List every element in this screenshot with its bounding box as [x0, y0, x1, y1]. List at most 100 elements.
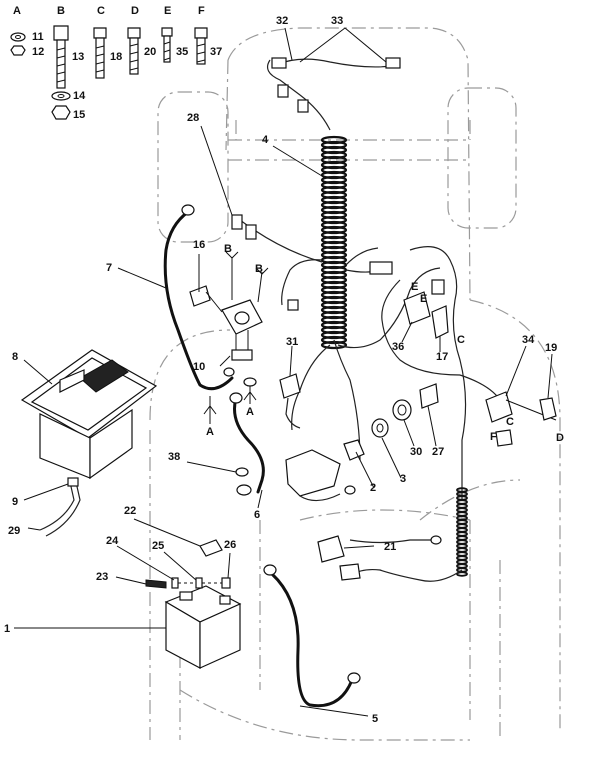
harness-coil-loop — [320, 340, 348, 350]
harness-coil-loop — [456, 531, 468, 537]
harness-coil-loop — [456, 519, 468, 525]
ref-letter-f: F — [490, 431, 497, 443]
callout-20: 20 — [144, 46, 156, 58]
harness-coil-loop — [456, 527, 468, 533]
connector-icon — [297, 99, 309, 113]
callout-34: 34 — [522, 334, 535, 346]
pto-switch-icon — [485, 391, 513, 423]
ignition-bracket — [189, 251, 269, 387]
callout-25: 25 — [152, 540, 164, 552]
callout-11: 11 — [32, 31, 44, 43]
terminal-ring-icon — [347, 672, 361, 684]
callout-28: 28 — [187, 112, 199, 124]
harness-coil-loop — [456, 555, 468, 561]
callout-18: 18 — [110, 51, 122, 63]
hardware-letter-a: A — [13, 5, 21, 17]
bolt-shank-icon — [163, 35, 171, 63]
callout-17: 17 — [436, 351, 448, 363]
ref-letter-e: E — [411, 281, 418, 293]
cable-6 — [233, 396, 265, 494]
callout-1: 1 — [4, 623, 10, 635]
harness-coil-loop — [456, 543, 468, 549]
terminal-cover-icon — [199, 539, 223, 557]
harness-coil-loop — [456, 539, 468, 545]
hex-nut-icon — [10, 45, 26, 56]
terminal-bolt-icon — [145, 579, 167, 589]
hardware-letter-e: E — [164, 5, 171, 17]
battery — [164, 585, 242, 669]
ref-letter-c: C — [506, 416, 514, 428]
connector-icon — [431, 279, 445, 295]
callout-14: 14 — [73, 90, 86, 102]
washer-icon — [235, 467, 249, 477]
washer-icon — [223, 367, 235, 377]
starter-connector-icon — [343, 439, 365, 461]
harness-coil-loop — [456, 559, 468, 565]
callout-26: 26 — [224, 539, 236, 551]
solenoid-icon — [285, 449, 341, 497]
battery-cable-5 — [270, 572, 354, 708]
callout-24: 24 — [106, 535, 119, 547]
hardware-letter-f: F — [198, 5, 205, 17]
callout-3: 3 — [400, 473, 406, 485]
bolt-shank-icon — [129, 37, 139, 75]
bolt-head-icon — [194, 27, 208, 39]
hardware-letter-c: C — [97, 5, 105, 17]
ref-letter-c: C — [457, 334, 465, 346]
connector-icon — [385, 57, 401, 69]
hex-nut-icon — [51, 105, 71, 120]
callout-30: 30 — [410, 446, 422, 458]
harness-coil-loop — [456, 503, 468, 509]
harness-coil-loop — [456, 571, 468, 577]
callout-27: 27 — [432, 446, 444, 458]
grommet-icon — [371, 418, 389, 438]
ignition-switch-icon — [234, 311, 250, 325]
callout-8: 8 — [12, 351, 18, 363]
tractor-frame-outline — [149, 27, 561, 741]
terminal-ring-icon — [229, 392, 243, 404]
terminal-ring-icon — [430, 535, 442, 545]
callout-15: 15 — [73, 109, 85, 121]
connector-icon — [287, 299, 299, 311]
switch-bracket-icon — [403, 291, 431, 325]
terminal-ring-icon — [181, 204, 195, 216]
bolt-head-icon — [161, 27, 173, 37]
pto-knob-icon — [539, 397, 557, 421]
solenoid-21-icon — [317, 535, 345, 563]
callout-21: 21 — [384, 541, 396, 553]
battery-terminal-icon — [219, 595, 231, 605]
callout-32: 32 — [276, 15, 288, 27]
terminal-ring-icon — [344, 485, 356, 495]
ref-letter-e: E — [420, 293, 427, 305]
washer-icon — [243, 377, 257, 387]
ref-letter-a: A — [246, 406, 254, 418]
harness-coil-loop — [456, 551, 468, 557]
callout-35: 35 — [176, 46, 188, 58]
callout-19: 19 — [545, 342, 557, 354]
bolt-head-icon — [93, 27, 107, 39]
callout-16: 16 — [193, 239, 205, 251]
seat-switch-icon — [279, 373, 301, 399]
callout-37: 37 — [210, 46, 222, 58]
ground-cable-7 — [163, 210, 234, 391]
harness-coil-loop — [456, 547, 468, 553]
connector-icon — [245, 224, 257, 240]
harness-coil — [320, 135, 348, 350]
harness-coil-loop — [456, 507, 468, 513]
washer-icon — [10, 32, 26, 42]
callout-9: 9 — [12, 496, 18, 508]
washer-icon — [51, 91, 71, 101]
hardware-letter-d: D — [131, 5, 139, 17]
bolt-shank-icon — [95, 37, 105, 79]
hardware-letter-b: B — [57, 5, 65, 17]
vent-tube — [39, 481, 75, 531]
callout-29: 29 — [8, 525, 20, 537]
callout-23: 23 — [96, 571, 108, 583]
callout-7: 7 — [106, 262, 112, 274]
harness-coil-loop — [456, 511, 468, 517]
callout-12: 12 — [32, 46, 44, 58]
connector-icon — [271, 57, 287, 69]
harness-coil-loop — [456, 535, 468, 541]
connector-icon — [369, 261, 393, 275]
wire-harness — [239, 57, 501, 582]
